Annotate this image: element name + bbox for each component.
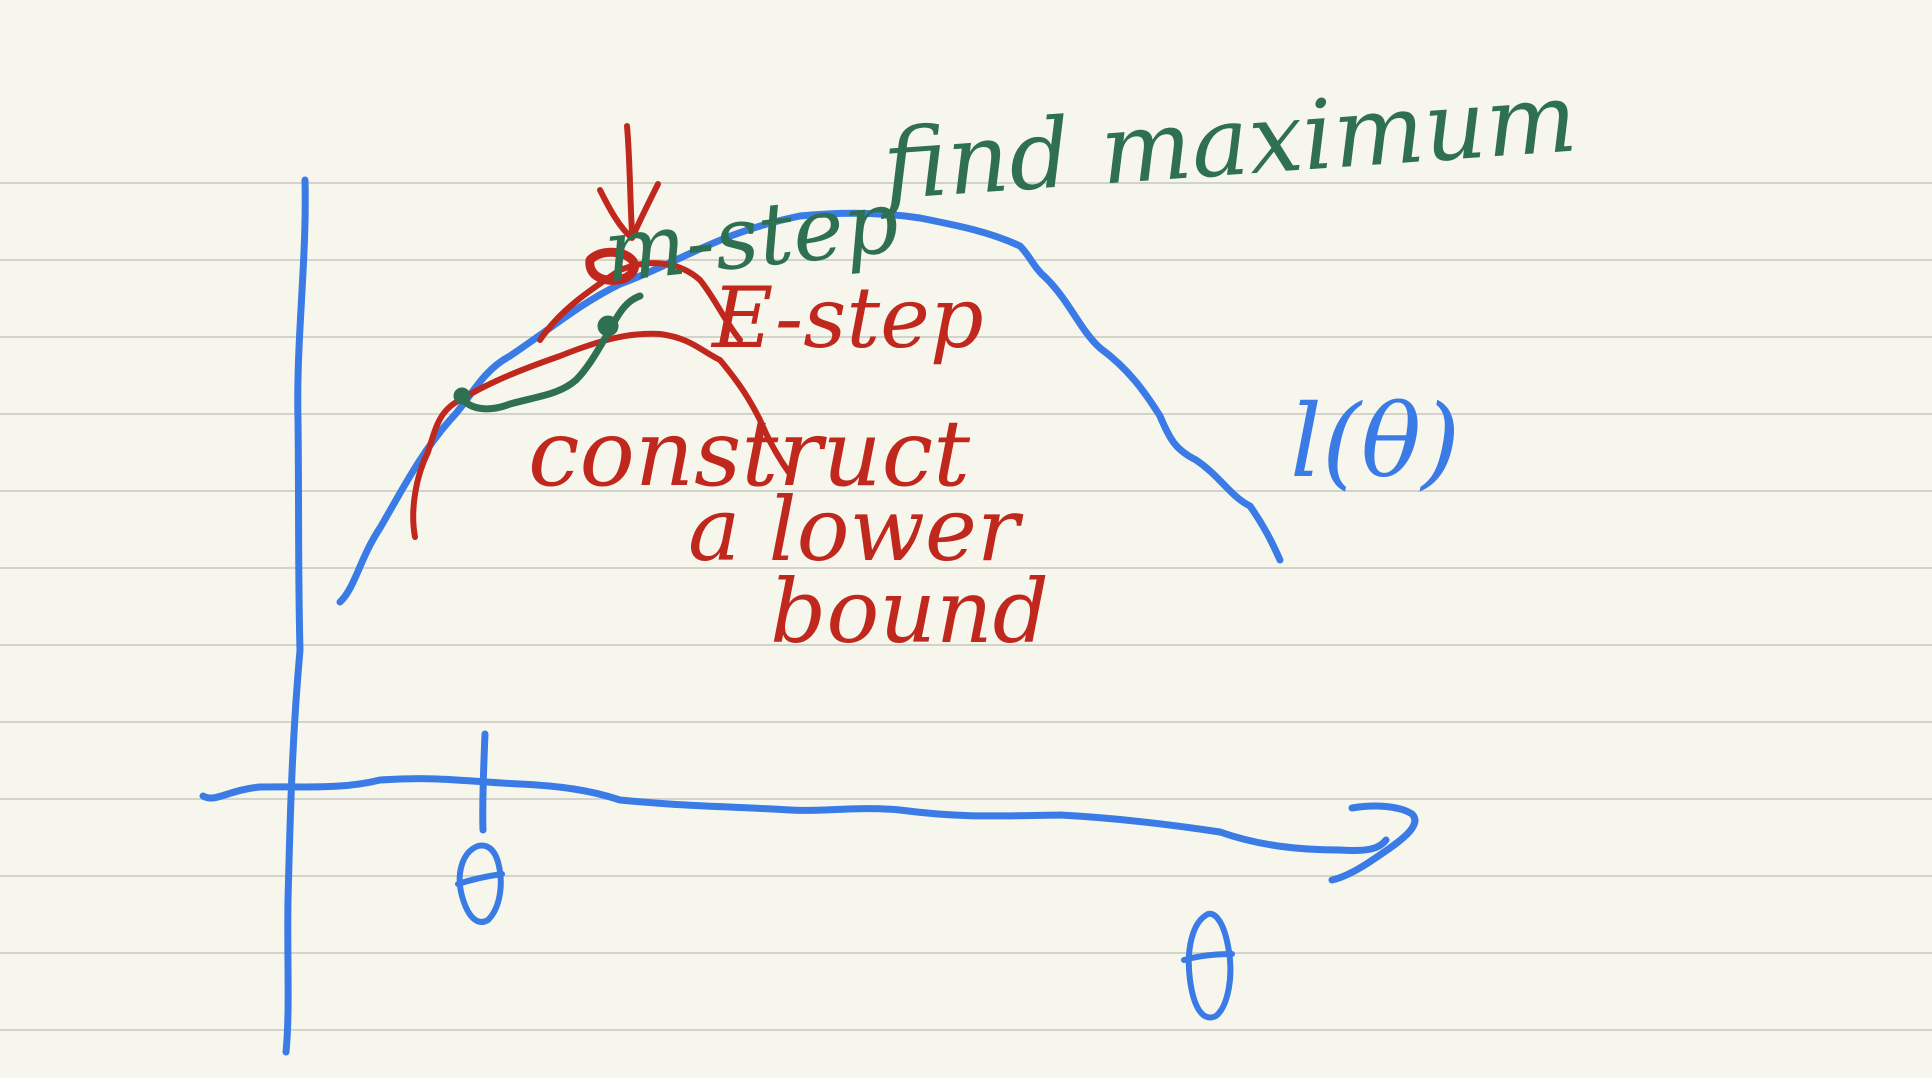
construct-label: construct <box>528 400 971 507</box>
log-likelihood-curve <box>336 209 1284 606</box>
y-axis <box>282 176 309 1056</box>
green-point-next <box>597 315 619 337</box>
curve-label: l(θ) <box>1290 383 1461 500</box>
e-step-label: E-step <box>712 269 984 367</box>
x-axis-arrowhead <box>1328 802 1419 884</box>
bound-label: bound <box>770 560 1049 663</box>
e-step-arrowhead <box>597 181 661 241</box>
red-point-marker <box>585 247 639 285</box>
lower-bound-curve-2 <box>537 260 743 343</box>
theta-axis-symbol <box>1181 910 1235 1021</box>
e-step-arrow <box>624 123 635 235</box>
lower-bound-curve <box>410 330 793 540</box>
theta-initial-tick <box>479 730 489 834</box>
m-step-path <box>458 292 644 413</box>
x-axis <box>199 775 1390 854</box>
green-point-initial <box>453 387 471 405</box>
theta-initial-symbol <box>455 842 505 925</box>
a-lower-label: a lower <box>688 478 1020 581</box>
